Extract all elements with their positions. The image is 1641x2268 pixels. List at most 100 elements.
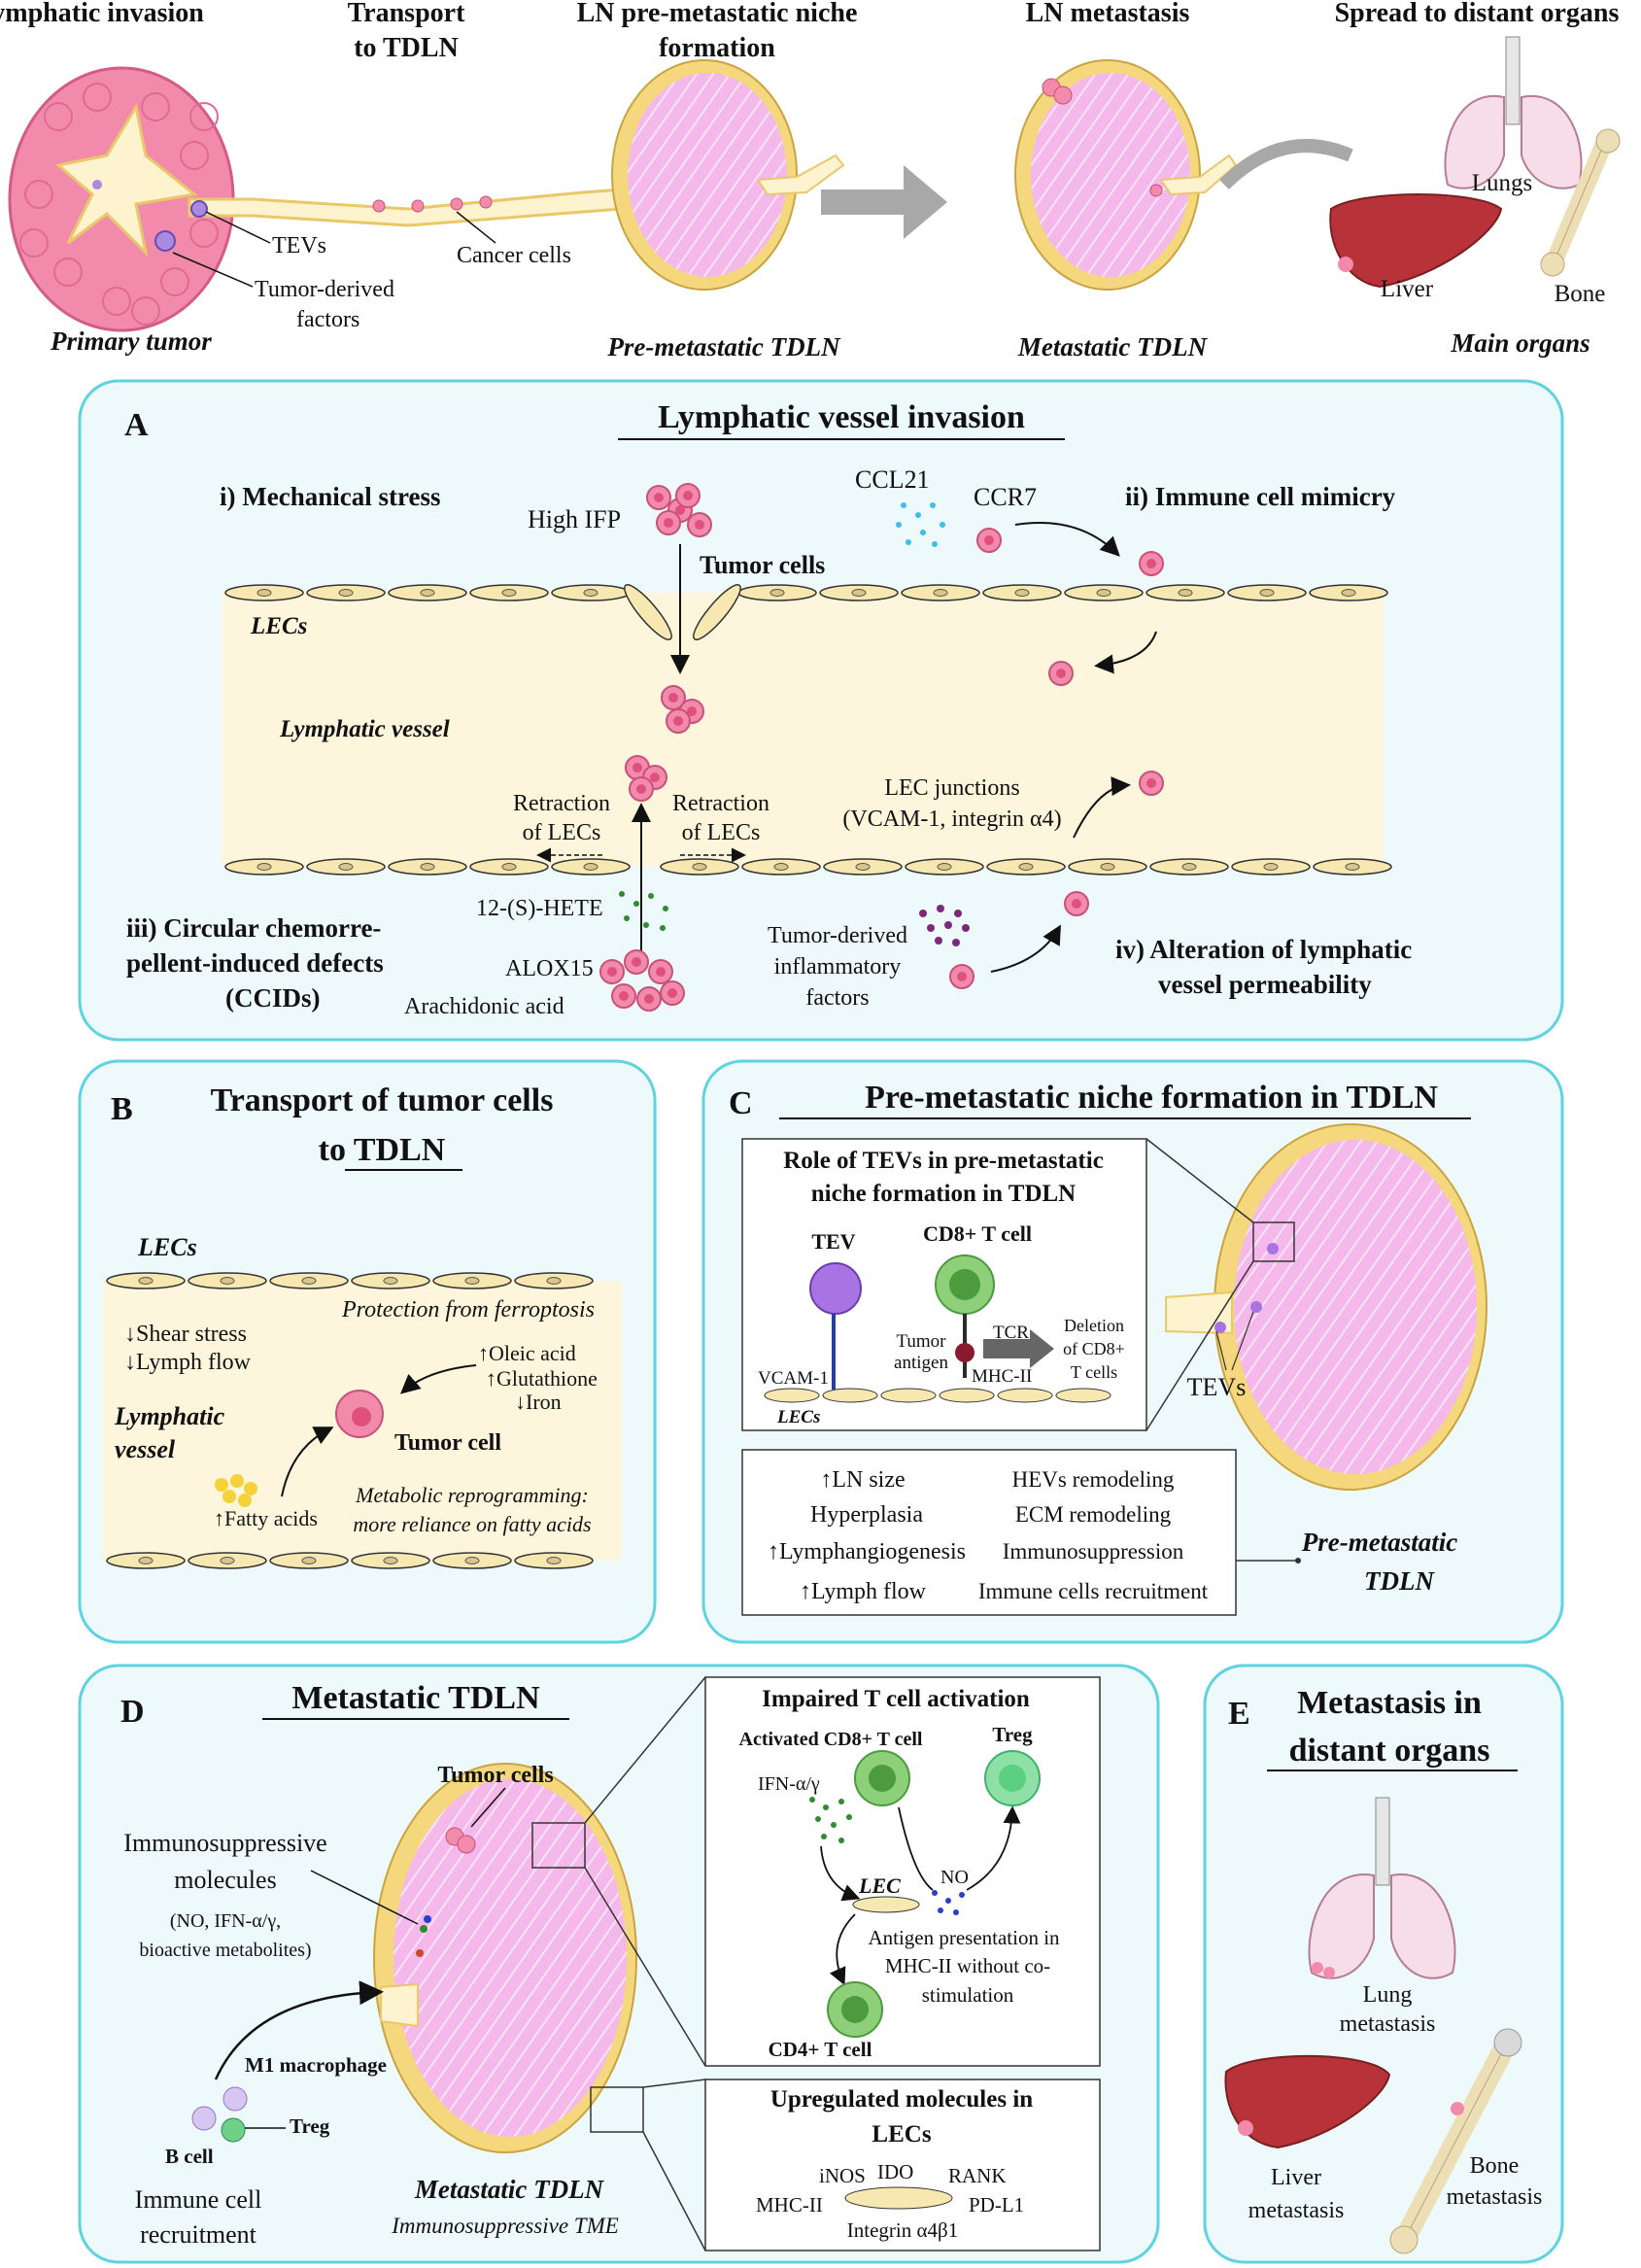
retraction-left: Retraction	[513, 791, 610, 816]
stage-lymphatic-invasion: Lymphatic invasion	[0, 0, 204, 28]
top-row: Lymphatic invasion Transport to TDLN LN …	[0, 0, 1621, 361]
panel-a-title: Lymphatic vessel invasion	[658, 399, 1025, 435]
inflammatory-label: Tumor-derived	[768, 923, 907, 948]
hete-label: 12-(S)-HETE	[476, 896, 603, 921]
pdl1-label: PD-L1	[969, 2193, 1024, 2216]
permeability-label: iv) Alteration of lymphatic	[1115, 935, 1412, 964]
ccl21-label: CCL21	[855, 465, 930, 494]
upregulated-title: Upregulated molecules in	[770, 2086, 1033, 2113]
pre-tdln-c-2: TDLN	[1364, 1566, 1435, 1596]
immunosuppression: Immunosuppression	[1003, 1539, 1184, 1564]
treg-d: Treg	[992, 1723, 1033, 1746]
activated-cd8: Activated CD8+ T cell	[739, 1729, 923, 1750]
ferroptosis-label: Protection from ferroptosis	[341, 1297, 595, 1323]
panel-d: D Metastatic TDLN Tumor cells Immunosupp…	[78, 1664, 1160, 2264]
cd8-nucleus	[949, 1269, 980, 1300]
tumor-antigen-label: Tumor	[896, 1331, 946, 1352]
ln-size: ↑LN size	[820, 1467, 905, 1493]
panel-c-ln	[1165, 1123, 1487, 1491]
met-tdln-d: Metastatic TDLN	[414, 2175, 605, 2204]
alox15-label: ALOX15	[505, 956, 594, 981]
recruit-label-2: recruitment	[140, 2220, 257, 2249]
lec-junctions-label: LEC junctions	[884, 775, 1019, 801]
lec-cell-d	[852, 1896, 920, 1913]
upregulated-title-2: LECs	[872, 2121, 931, 2148]
ap-label: Antigen presentation in	[868, 1926, 1060, 1949]
ccids-label-2: pellent-induced defects	[126, 948, 384, 978]
permeability-cell-out	[1139, 771, 1164, 796]
panel-b-tumor-cell	[335, 1390, 384, 1438]
no-dots	[932, 1890, 965, 1915]
bone-label: Bone	[1555, 281, 1606, 307]
stage-niche: LN pre-metastatic niche	[577, 0, 858, 28]
hete-dots	[619, 891, 668, 931]
retraction-left-2: of LECs	[523, 820, 601, 845]
panel-b-title: Transport of tumor cells	[211, 1082, 554, 1118]
metastatic-ln-illustration	[1014, 59, 1238, 291]
recruit-label: Immune cell	[135, 2185, 262, 2214]
lung-met: Lung	[1363, 1982, 1413, 2008]
treg-label: Treg	[290, 2114, 330, 2138]
iron-label: ↓Iron	[515, 1390, 562, 1414]
panel-e-title-2: distant organs	[1289, 1733, 1490, 1769]
ccr7-tumor-cell	[976, 528, 1002, 553]
lung-met-2: metastasis	[1340, 2011, 1436, 2037]
tme-label: Immunosuppressive TME	[391, 2214, 619, 2238]
liver-icon	[1329, 193, 1503, 289]
liver-metastasis-icon	[1224, 2054, 1391, 2149]
inos-label: iNOS	[819, 2164, 866, 2187]
panel-b-title-2: to TDLN	[319, 1132, 446, 1168]
cd8-label: CD8+ T cell	[923, 1221, 1032, 1246]
lec-lower-row	[224, 858, 1392, 876]
lymph-flow-c: ↑Lymph flow	[800, 1579, 927, 1604]
tumor-cells-label: Tumor cells	[700, 551, 825, 579]
impaired-title: Impaired T cell activation	[762, 1686, 1030, 1712]
panel-e-title: Metastasis in	[1297, 1685, 1482, 1721]
metabolic-label: Metabolic reprogramming:	[355, 1483, 589, 1507]
bone-icon	[1540, 128, 1621, 277]
bcell-label: B cell	[165, 2145, 214, 2168]
lymph-vessel-b-2: vessel	[115, 1435, 176, 1463]
ccr7-label: CCR7	[974, 483, 1037, 511]
arachidonic-label: Arachidonic acid	[404, 994, 564, 1019]
lungs-label: Lungs	[1472, 170, 1533, 196]
inflammatory-tumor-cell	[949, 964, 974, 989]
no-label: NO	[940, 1867, 969, 1888]
ccids-label: iii) Circular chemorre-	[126, 913, 381, 943]
bone-met-2: metastasis	[1447, 2184, 1543, 2210]
lec-cell-up	[844, 2186, 953, 2210]
stage-spread: Spread to distant organs	[1335, 0, 1620, 28]
lymph-vessel-b: Lymphatic	[114, 1402, 225, 1430]
mimicry-cell-crossing	[1139, 551, 1164, 576]
bone-met: Bone	[1470, 2153, 1520, 2179]
ccids-label-3: (CCIDs)	[225, 983, 321, 1013]
mimicry-cell-inside	[1048, 661, 1074, 686]
panel-e: E Metastasis in distant organs Lung meta…	[1203, 1664, 1564, 2264]
tev-box-title-2: niche formation in TDLN	[811, 1181, 1076, 1207]
hevs: HEVs remodeling	[1012, 1467, 1175, 1492]
stage-niche-2: formation	[659, 33, 775, 63]
liver-label: Liver	[1381, 276, 1434, 302]
recruited-cells	[191, 2086, 248, 2143]
tcr-label: TCR	[993, 1323, 1029, 1343]
panel-c: C Pre-metastatic niche formation in TDLN…	[701, 1059, 1564, 1644]
inflammatory-dots	[919, 905, 970, 946]
panel-a-lecs: LECs	[250, 613, 307, 639]
liver-met: Liver	[1271, 2165, 1321, 2190]
panel-a: A Lymphatic vessel invasion LECs Lymphat…	[78, 379, 1564, 1042]
panel-d-letter: D	[120, 1694, 145, 1730]
main-organs-label: Main organs	[1450, 328, 1590, 358]
lymph-flow: ↓Lymph flow	[124, 1350, 252, 1375]
mhc-label: MHC-II	[972, 1366, 1032, 1387]
tev-vesicle	[809, 1262, 862, 1315]
spread-arrow	[1219, 139, 1353, 189]
tumor-derived-factors-label: Tumor-derived	[255, 277, 394, 302]
panel-c-lec-row	[764, 1388, 1111, 1403]
immsup-molecules: Immunosuppressive	[123, 1829, 326, 1857]
high-ifp-label: High IFP	[528, 505, 621, 533]
tev-label: TEV	[811, 1229, 855, 1254]
activated-cd8-cell	[854, 1750, 910, 1806]
immsup-molecules-4: bioactive metabolites)	[139, 1940, 311, 1961]
tumor-antigen-label-2: antigen	[894, 1353, 948, 1373]
fatty-acids-label: ↑Fatty acids	[214, 1506, 318, 1530]
